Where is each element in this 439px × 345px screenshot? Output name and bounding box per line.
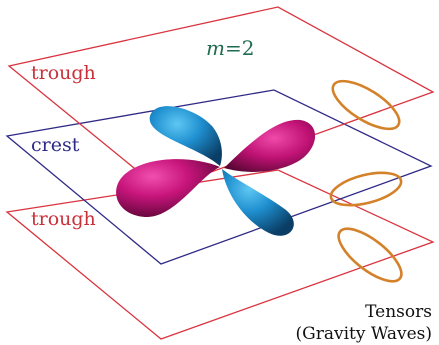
lobe-cyan-front — [222, 169, 294, 236]
crest-label: crest — [31, 134, 80, 156]
caption-line-1: Tensors — [365, 302, 432, 322]
polarization-ellipse-top — [326, 72, 406, 138]
lobe-magenta-left — [116, 159, 220, 217]
mode-variable: m — [206, 36, 225, 60]
caption-line-2: (Gravity Waves) — [295, 324, 432, 344]
lobe-magenta-right — [224, 120, 315, 172]
trough-label-bottom: trough — [31, 208, 96, 230]
mode-label: m=2 — [206, 36, 254, 60]
lobe-cyan-back — [150, 106, 222, 166]
mode-value: =2 — [225, 36, 254, 60]
trough-label-top: trough — [31, 62, 96, 84]
